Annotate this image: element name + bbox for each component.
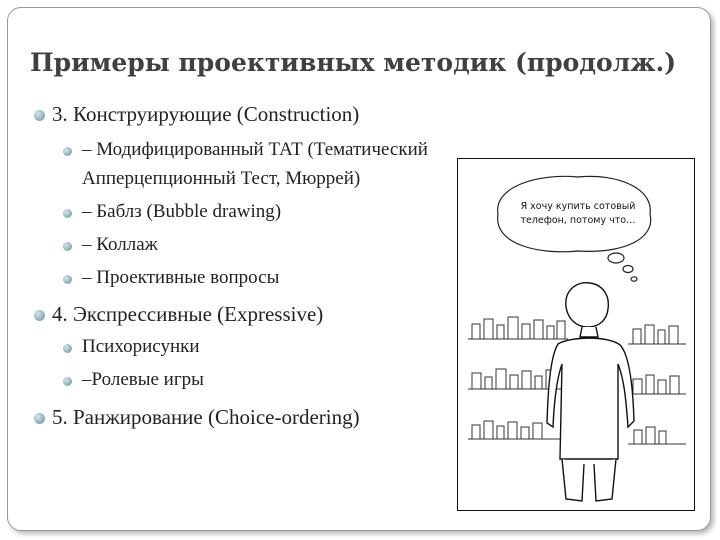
- list-item: 5. Ранжирование (Choice-ordering): [52, 405, 360, 429]
- bullet-icon: [63, 275, 72, 284]
- thought-dot: [607, 252, 625, 264]
- list-item: – Баблз (Bubble drawing): [82, 201, 282, 222]
- bullet-icon: [63, 147, 72, 156]
- list-item: – Модифицированный ТАТ (Тематический: [82, 139, 428, 160]
- bullet-icon: [63, 209, 72, 218]
- slide-title: Примеры проективных методик (продолж.): [30, 48, 677, 77]
- list-item: 3. Конструирующие (Construction): [52, 102, 360, 126]
- bullet-icon: [34, 310, 45, 321]
- bullet-icon: [63, 242, 72, 251]
- speech-bubble-outline: [497, 175, 652, 253]
- bullet-list: 3. Конструирующие (Construction) – Модиф…: [8, 8, 710, 530]
- bullet-icon: [34, 110, 45, 121]
- bullet-icon: [34, 413, 45, 424]
- list-item-continuation: Апперцепционный Тест, Мюррей): [82, 168, 361, 189]
- thought-dot: [630, 276, 638, 282]
- list-item: – Проективные вопросы: [82, 267, 280, 288]
- illustration-svg: [468, 175, 686, 502]
- thought-dot: [622, 264, 634, 274]
- list-item: –Ролевые игры: [82, 369, 204, 390]
- bubble-drawing-illustration: Я хочу купить сотовый телефон, потому чт…: [457, 158, 695, 511]
- list-item: Психорисунки: [82, 336, 200, 357]
- bullet-icon: [63, 377, 72, 386]
- list-item: 4. Экспрессивные (Expressive): [52, 302, 324, 326]
- speech-bubble-text: Я хочу купить сотовый телефон, потому чт…: [520, 201, 636, 226]
- person-figure: [546, 282, 635, 502]
- bullet-icon: [63, 344, 72, 353]
- list-item: – Коллаж: [82, 234, 158, 255]
